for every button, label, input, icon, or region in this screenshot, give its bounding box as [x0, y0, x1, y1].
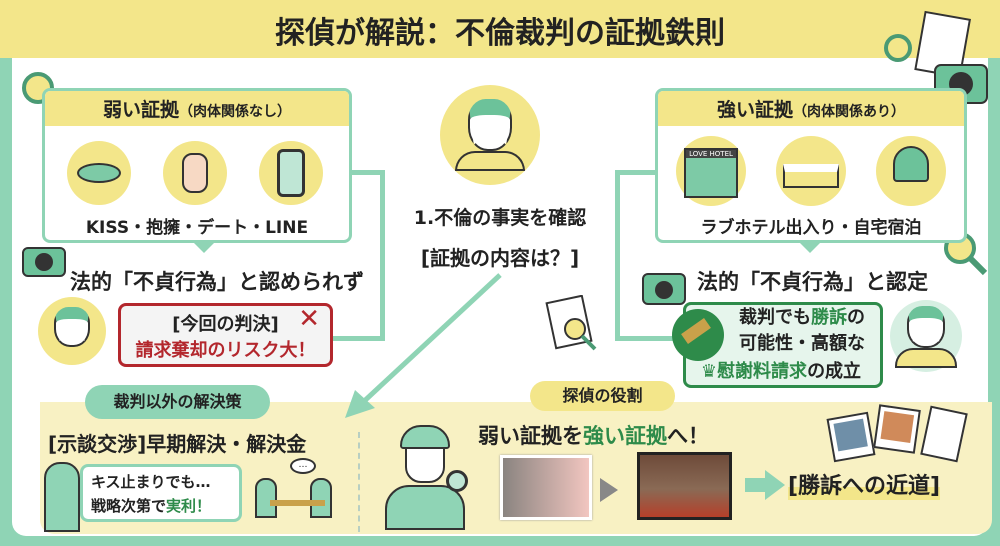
settlement-heading: [示談交渉]早期解決・解決金 — [48, 432, 307, 456]
strong-legal-result: 法的「不貞行為」と認定 — [697, 270, 928, 294]
strong-evidence-box: 強い証拠（肉体関係あり） LOVE HOTEL ラブホテル出入り・自宅宿泊 — [655, 88, 967, 243]
step-label: 1.不倫の事実を確認 — [413, 207, 587, 229]
strong-evidence-items: ラブホテル出入り・自宅宿泊 — [700, 218, 922, 238]
crown-icon: ♛ — [700, 361, 718, 382]
connector — [615, 170, 655, 175]
verdict-text: 請求棄却のリスク大！ — [135, 340, 316, 361]
arrow-to-settlement — [345, 273, 502, 418]
lips-icon — [67, 141, 131, 205]
down-arrow — [194, 243, 214, 263]
alt-solution-pill: 裁判以外の解決策 — [85, 385, 270, 419]
negotiation-scene-icon: … — [250, 458, 350, 530]
arrow-to-verdict — [615, 336, 675, 341]
speech-bubble-icon: … — [290, 458, 316, 474]
weak-evidence-box: 弱い証拠（肉体関係なし） KISS・抱擁・デート・LINE — [42, 88, 352, 243]
divider — [358, 432, 360, 532]
weak-evidence-heading: 弱い証拠（肉体関係なし） — [45, 91, 349, 126]
x-mark-icon: ✕ — [298, 304, 320, 334]
victory-shortcut: [勝訴への近道] — [788, 468, 941, 500]
verdict-label: [今回の判決] — [172, 314, 279, 335]
worried-woman-avatar — [440, 85, 540, 185]
weak-legal-result: 法的「不貞行為」と認められず — [70, 270, 364, 294]
thinking-man-icon — [44, 462, 80, 532]
weak-evidence-items: KISS・抱擁・デート・LINE — [85, 218, 309, 238]
victory-bubble: 裁判でも勝訴の 可能性・高額な ♛慰謝料請求の成立 — [672, 302, 883, 388]
magnifier-icon — [446, 470, 468, 492]
detective-camera-icon — [876, 136, 946, 206]
connector — [380, 170, 385, 340]
evidence-question: [証拠の内容は？] — [420, 246, 580, 270]
victory-text: 裁判でも勝訴の 可能性・高額な — [739, 307, 865, 354]
green-arrow-icon — [765, 470, 800, 500]
page-title: 探偵が解説：不倫裁判の証拠鉄則 — [275, 16, 725, 51]
hotel-room-photo — [637, 452, 732, 520]
camera-icon — [642, 273, 686, 305]
strategy-bubble: キス止まりでも…戦略次第で実利！ — [80, 464, 242, 522]
hotel-sign: LOVE HOTEL — [686, 150, 736, 158]
strong-evidence-heading: 強い証拠（肉体関係あり） — [658, 91, 964, 126]
document-magnifier-icon — [545, 295, 597, 351]
bed-icon — [776, 136, 846, 206]
evidence-photos-icon — [826, 404, 980, 465]
detective-headline: 弱い証拠を強い証拠へ！ — [478, 424, 709, 448]
lawyer-avatar — [890, 300, 962, 372]
green-arrow-shaft — [745, 478, 767, 492]
header-band — [0, 0, 1000, 58]
holding-hands-icon — [163, 141, 227, 205]
connector — [615, 170, 620, 340]
love-hotel-icon: LOVE HOTEL — [676, 136, 746, 206]
connector — [350, 170, 385, 175]
connector — [330, 336, 385, 341]
gavel-icon — [672, 309, 724, 361]
gray-arrow-icon — [600, 478, 630, 502]
kiss-photo — [500, 455, 592, 520]
detective-role-pill: 探偵の役割 — [530, 381, 675, 411]
crying-woman-avatar — [38, 297, 106, 365]
detective-avatar — [380, 425, 470, 530]
camera-icon — [22, 247, 66, 277]
verdict-bubble: [今回の判決] 請求棄却のリスク大！ ✕ — [118, 303, 333, 367]
smartphone-icon — [259, 141, 323, 205]
down-arrow — [800, 243, 820, 263]
